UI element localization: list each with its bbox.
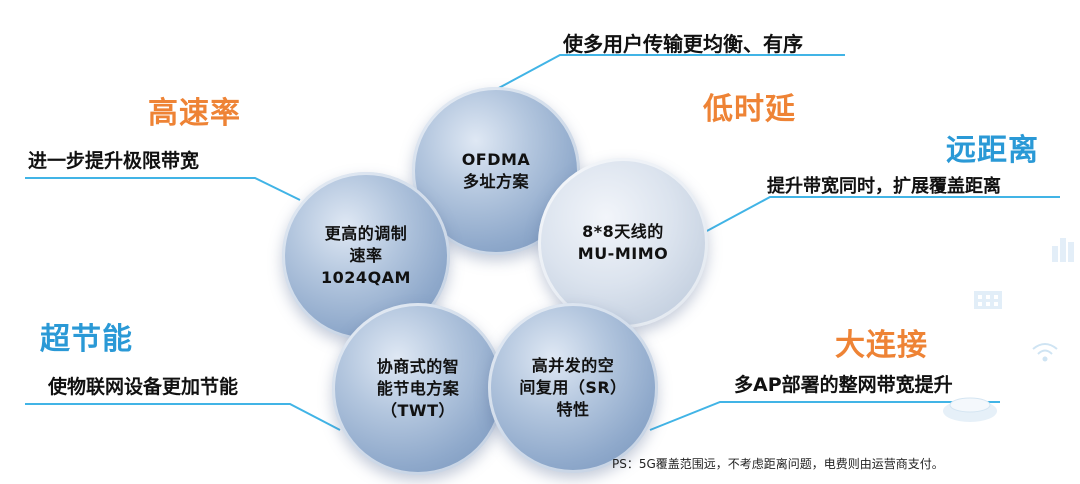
circle-twt-label: 协商式的智 能节电方案 （TWT） xyxy=(376,357,460,420)
connectivity-title: 大连接 xyxy=(835,328,928,363)
power-saving-title: 超节能 xyxy=(40,322,133,357)
circle-twt: 协商式的智 能节电方案 （TWT） xyxy=(332,303,504,475)
wifi-icon xyxy=(1032,343,1058,362)
circle-sr-label: 高并发的空 间复用（SR） 特性 xyxy=(519,356,627,419)
connectivity-desc: 多AP部署的整网带宽提升 xyxy=(734,374,953,396)
connector-top xyxy=(494,54,845,91)
connector-connectivity xyxy=(649,401,1000,431)
circle-ofdma-label: OFDMA 多址方案 xyxy=(461,150,531,191)
power-saving-desc: 使物联网设备更加节能 xyxy=(48,376,239,398)
high-speed-desc: 进一步提升极限带宽 xyxy=(28,150,200,172)
circle-mumimo-label: 8*8天线的 MU-MIMO xyxy=(577,222,669,263)
circle-qam-label: 更高的调制 速率 1024QAM xyxy=(321,224,411,287)
connector-long-range xyxy=(704,196,1060,233)
long-range-desc: 提升带宽同时，扩展覆盖距离 xyxy=(767,176,1001,197)
building-icon xyxy=(974,291,1002,309)
footnote: PS：5G覆盖范围远，不考虑距离问题，电费则由运营商支付。 xyxy=(612,457,944,471)
low-latency-title: 低时延 xyxy=(703,92,796,127)
bar-chart-icon xyxy=(1052,238,1074,262)
circle-sr: 高并发的空 间复用（SR） 特性 xyxy=(488,303,658,473)
stadium-icon xyxy=(943,397,997,422)
high-speed-title: 高速率 xyxy=(148,96,241,131)
circle-mumimo: 8*8天线的 MU-MIMO xyxy=(538,158,708,328)
connector-high-speed xyxy=(25,177,301,201)
connector-power-saving xyxy=(25,403,341,431)
long-range-title: 远距离 xyxy=(946,133,1039,168)
top-desc: 使多用户传输更均衡、有序 xyxy=(563,32,803,56)
